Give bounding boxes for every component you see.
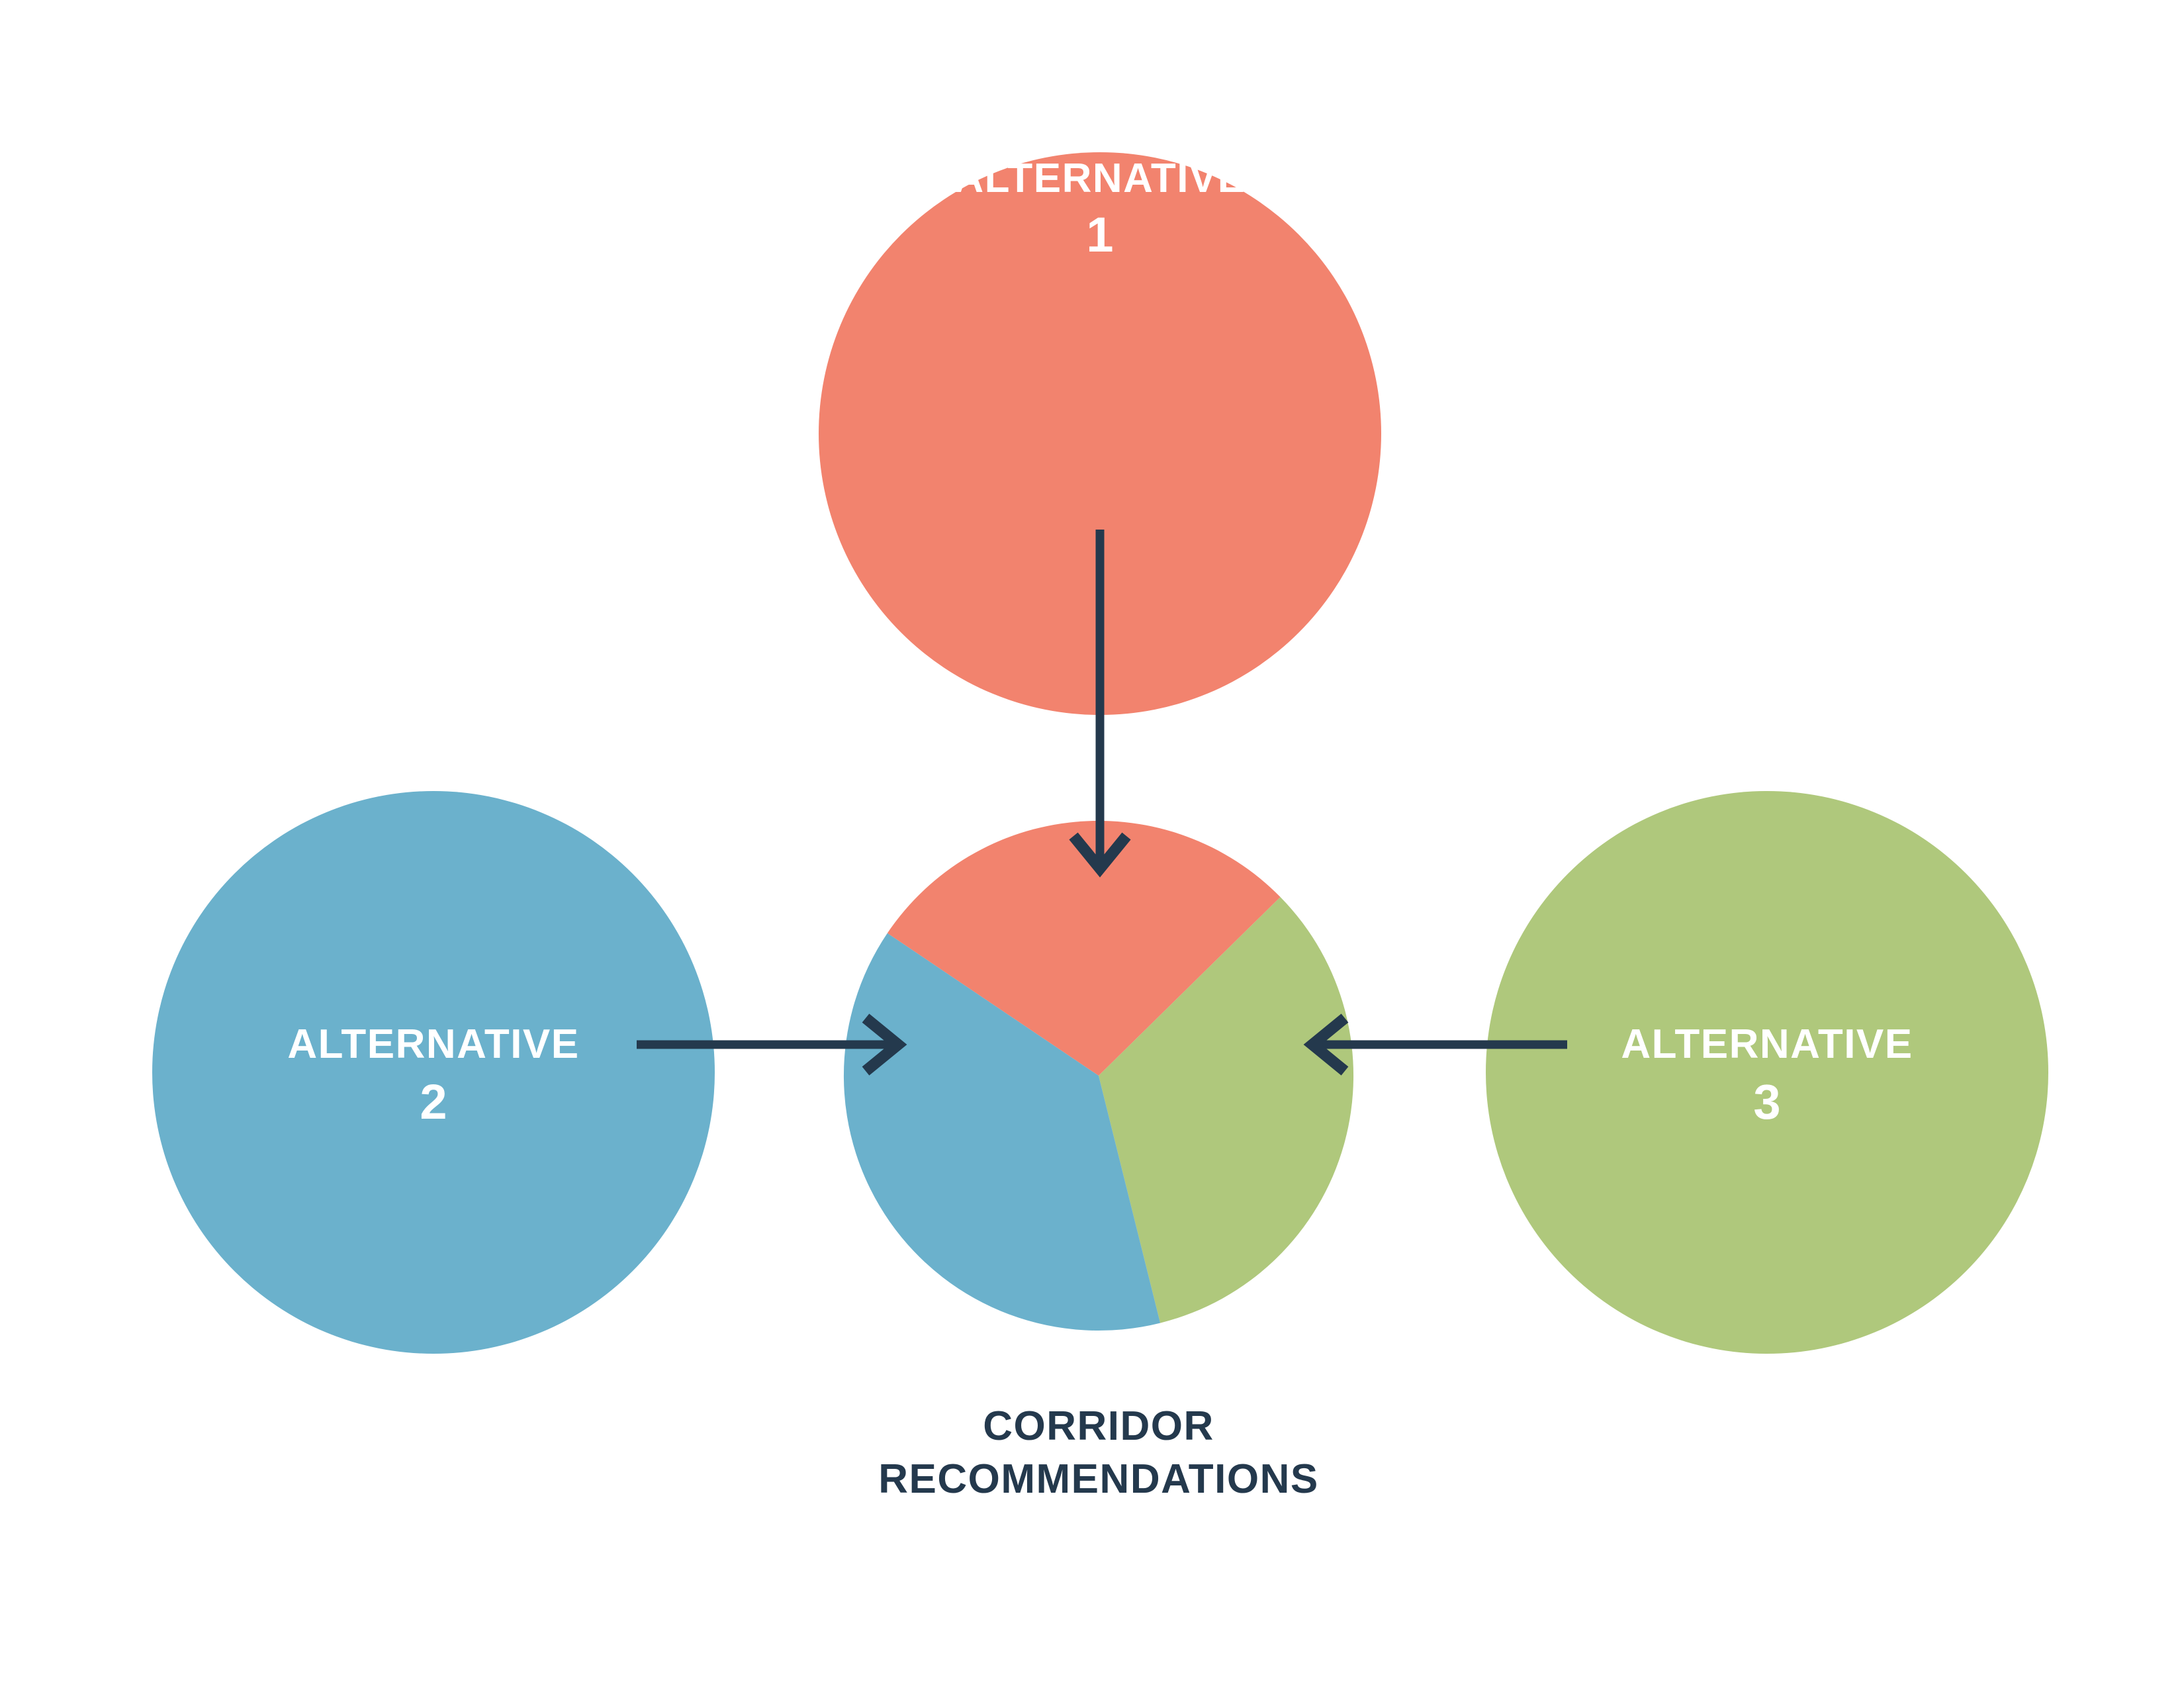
arrow-alt2-to-pie <box>637 1013 907 1076</box>
node-alternative-1[interactable]: ALTERNATIVE 1 <box>819 152 1381 715</box>
alternative-2-label-line1: ALTERNATIVE <box>287 1021 579 1067</box>
corridor-recommendations-pie-chart <box>843 820 1354 1331</box>
alternative-3-label-line1: ALTERNATIVE <box>1621 1021 1913 1067</box>
pie-caption-line1: CORRIDOR <box>983 1403 1214 1449</box>
arrow-alt1-to-pie <box>1069 530 1131 878</box>
node-alternative-3[interactable]: ALTERNATIVE 3 <box>1486 791 2048 1354</box>
alternative-2-label-line2: 2 <box>420 1074 447 1129</box>
arrow-alt3-head <box>1303 1013 1349 1076</box>
pie-slice-alternative-3[interactable] <box>1099 897 1354 1323</box>
pie-caption: CORRIDOR RECOMMENDATIONS <box>878 1403 1318 1502</box>
arrow-alt3-to-pie <box>1303 1013 1567 1076</box>
alternative-1-circle[interactable] <box>819 152 1381 715</box>
arrow-alt2-head <box>862 1013 907 1076</box>
pie-slice-alternative-2[interactable] <box>843 933 1161 1331</box>
arrow-alt1-head <box>1069 832 1131 878</box>
node-alternative-2[interactable]: ALTERNATIVE 2 <box>152 791 715 1354</box>
alternative-1-label-line1: ALTERNATIVE <box>954 156 1246 201</box>
pie-caption-line2: RECOMMENDATIONS <box>878 1456 1318 1502</box>
alternative-3-circle[interactable] <box>1486 791 2048 1354</box>
alternative-2-circle[interactable] <box>152 791 715 1354</box>
alternative-1-label-line2: 1 <box>1086 207 1113 262</box>
alternative-3-label-line2: 3 <box>1753 1074 1780 1129</box>
pie-slice-alternative-1[interactable] <box>887 820 1281 1076</box>
